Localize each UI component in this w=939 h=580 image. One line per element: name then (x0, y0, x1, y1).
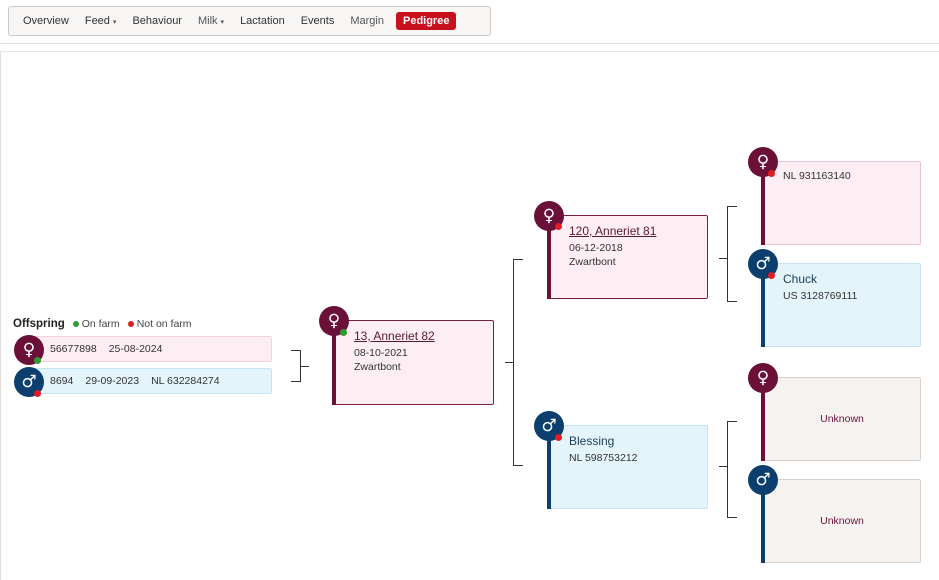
connector (300, 366, 309, 367)
dam-dam-card[interactable]: NL 931163140 (763, 161, 921, 245)
not-on-farm-status-icon (34, 390, 41, 397)
dam-birth-date: 06-12-2018 (569, 242, 623, 254)
connector (727, 206, 737, 207)
tab-label: Events (300, 15, 335, 27)
legend-not-on-farm: Not on farm (127, 318, 192, 330)
connector (513, 465, 523, 466)
not-on-farm-status-icon (555, 223, 562, 230)
dam-breed: Zwartbont (569, 256, 616, 268)
tab-lactation[interactable]: Lactation (232, 12, 293, 30)
animal-breed: Zwartbont (354, 361, 401, 373)
on-farm-status-icon (34, 357, 41, 364)
connector (727, 421, 737, 422)
unknown-label: Unknown (820, 515, 864, 527)
connector (513, 259, 514, 465)
connector (505, 362, 514, 363)
dam-card[interactable]: 120, Anneriet 81 06-12-2018 Zwartbont (549, 215, 708, 299)
dam-sire-registration: US 3128769111 (783, 290, 858, 302)
offspring-reg: NL 632284274 (151, 375, 220, 387)
female-bar (547, 225, 551, 299)
connector (727, 206, 728, 302)
tab-label: Overview (23, 15, 69, 27)
tab-label: Feed (84, 15, 110, 27)
connector (719, 258, 728, 259)
tab-behaviour[interactable]: Behaviour (124, 12, 190, 30)
sire-sire-card[interactable]: Unknown (763, 479, 921, 563)
male-bar (761, 489, 765, 563)
dam-sire-name: Chuck (783, 272, 818, 286)
male-bar (761, 273, 765, 347)
male-bar (547, 435, 551, 509)
offspring-id: 56677898 (50, 343, 97, 355)
tab-bar: Overview Feed▾ Behaviour Milk▾ Lactation… (8, 6, 491, 36)
on-farm-status-icon (340, 329, 347, 336)
animal-birth-date: 08-10-2021 (354, 347, 408, 359)
tab-label: Milk (197, 15, 218, 27)
tab-label: Behaviour (132, 15, 182, 27)
female-bar (332, 330, 336, 405)
unknown-label: Unknown (820, 413, 864, 425)
offspring-title: Offspring (13, 318, 65, 330)
dam-name-link[interactable]: 120, Anneriet 81 (569, 224, 657, 238)
tab-feed[interactable]: Feed▾ (77, 12, 125, 30)
dam-sire-card[interactable]: Chuck US 3128769111 (763, 263, 921, 347)
offspring-date: 25-08-2024 (108, 343, 163, 355)
not-on-farm-status-icon (768, 272, 775, 279)
tab-label: Margin (350, 15, 384, 27)
connector (727, 301, 737, 302)
male-icon: ♂ (748, 465, 778, 495)
tab-events[interactable]: Events (293, 12, 343, 30)
connector (291, 381, 301, 382)
female-bar (761, 387, 765, 461)
connector (291, 350, 301, 351)
offspring-row-male[interactable]: 8694 29-09-2023 NL 632284274 (30, 368, 272, 394)
sire-dam-card[interactable]: Unknown (763, 377, 921, 461)
connector (727, 421, 728, 518)
offspring-id: 8694 (50, 375, 74, 387)
tab-label: Pedigree (402, 15, 450, 27)
tab-pedigree[interactable]: Pedigree (395, 12, 457, 30)
offspring-row-female[interactable]: 56677898 25-08-2024 (30, 336, 272, 362)
connector (727, 517, 737, 518)
chevron-down-icon: ▾ (112, 19, 117, 26)
animal-card[interactable]: 13, Anneriet 82 08-10-2021 Zwartbont (334, 320, 494, 405)
animal-name-link[interactable]: 13, Anneriet 82 (354, 329, 435, 343)
connector (719, 466, 728, 467)
female-icon: ♀ (748, 363, 778, 393)
not-on-farm-status-icon (768, 170, 775, 177)
tab-margin[interactable]: Margin (342, 12, 392, 30)
offspring-header: Offspring On farm Not on farm (13, 318, 200, 330)
offspring-date: 29-09-2023 (85, 375, 140, 387)
legend-label: On farm (81, 318, 120, 330)
female-bar (761, 171, 765, 245)
dam-dam-registration: NL 931163140 (783, 170, 851, 182)
top-bar: Overview Feed▾ Behaviour Milk▾ Lactation… (0, 0, 939, 44)
not-on-farm-status-icon (555, 434, 562, 441)
tab-milk[interactable]: Milk▾ (190, 12, 232, 30)
tab-label: Lactation (240, 15, 285, 27)
tab-overview[interactable]: Overview (15, 12, 77, 30)
on-farm-dot-icon (72, 321, 79, 327)
not-on-farm-dot-icon (127, 321, 134, 327)
male-icon: ♂ (748, 249, 778, 279)
connector (513, 259, 523, 260)
sire-card[interactable]: Blessing NL 598753212 (549, 425, 708, 509)
sire-registration: NL 598753212 (569, 452, 638, 464)
sire-name: Blessing (569, 434, 615, 448)
legend-label: Not on farm (136, 318, 192, 330)
legend-on-farm: On farm (72, 318, 120, 330)
chevron-down-icon: ▾ (220, 19, 225, 26)
